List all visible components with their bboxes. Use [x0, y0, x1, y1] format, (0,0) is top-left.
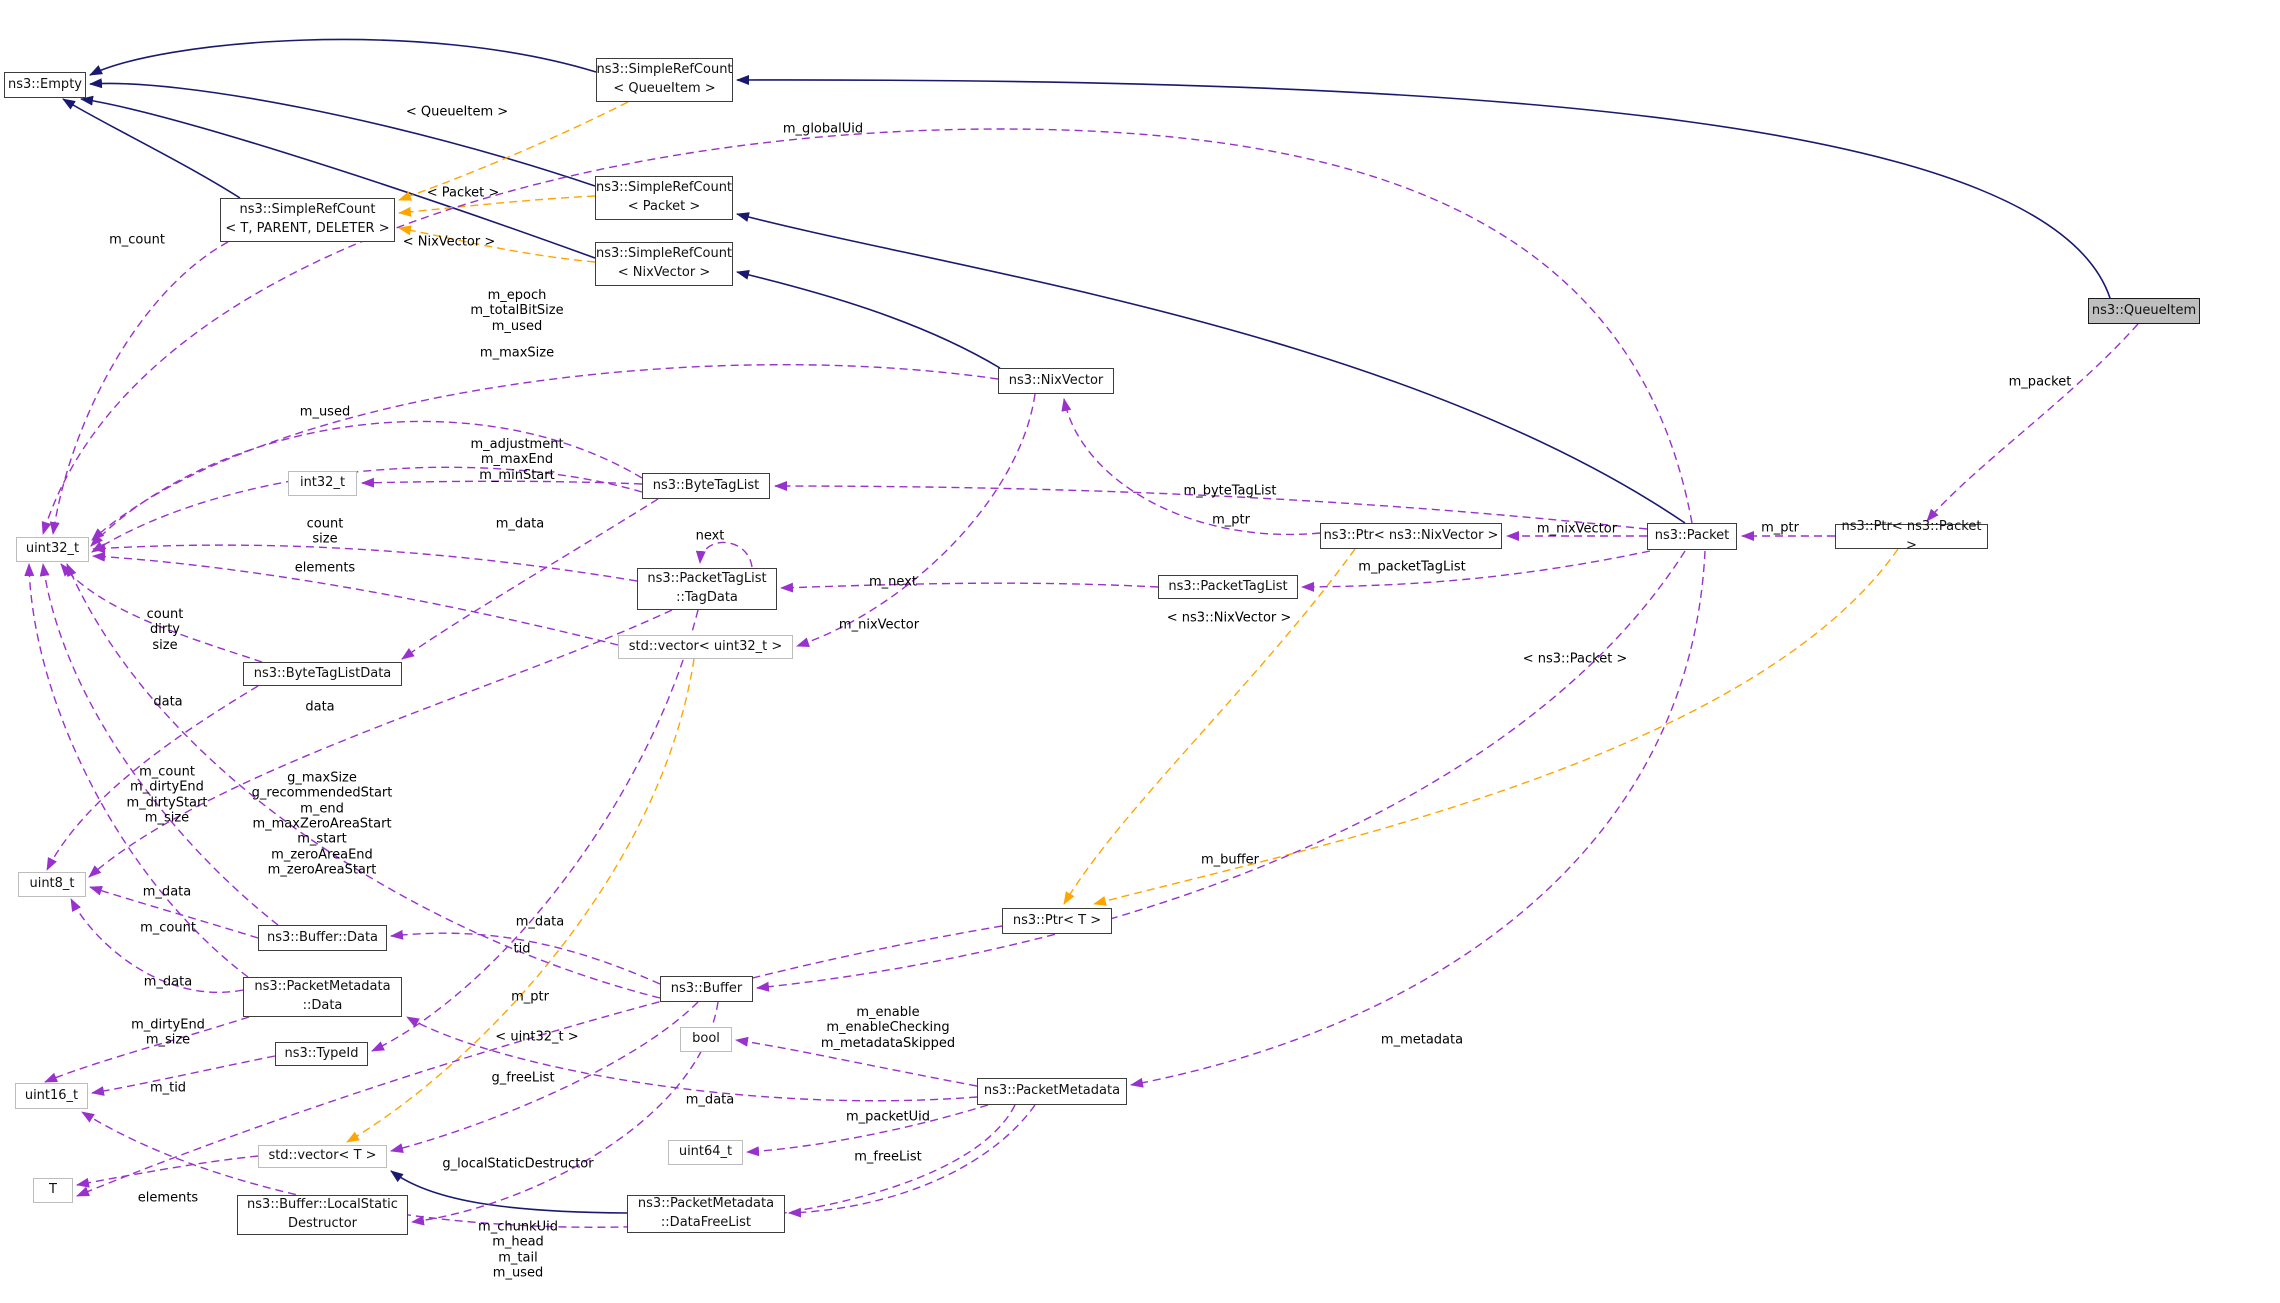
- edge-template-vector-uint32-t-to-vector-t: [346, 658, 695, 1143]
- edge-inheritance-packetmetadata-datafreelist-to-vector-t: [390, 1170, 628, 1214]
- edge-usage-ptr-t-to-t: [76, 925, 1003, 1197]
- edge-inheritance-src-t-parent-deleter-to-empty: [62, 98, 241, 199]
- edge-usage-vector-uint32-t-to-uint32-t: [92, 551, 619, 646]
- edge-usage-bytetaglistdata-to-uint8-t: [46, 685, 259, 871]
- edge-usage-packetmetadata-to-packetmetadata-data: [406, 1016, 978, 1102]
- edge-inheritance-packet-to-src-packet: [736, 212, 1686, 524]
- edge-usage-packettaglist-to-packettaglist-tagdata: [780, 582, 1159, 593]
- class-node-vector-uint32-t[interactable]: std::vector< uint32_t >: [618, 635, 793, 659]
- edge-usage-packetmetadata-to-bool: [735, 1036, 978, 1087]
- edge-usage-packettaglist-tagdata-to-uint8-t: [88, 609, 673, 878]
- edge-usage-packetmetadata-to-uint64-t: [746, 1104, 989, 1157]
- class-node-packetmetadata[interactable]: ns3::PacketMetadata: [977, 1078, 1127, 1105]
- edge-usage-packetmetadata-data-to-uint8-t: [70, 898, 244, 993]
- class-node-uint32-t[interactable]: uint32_t: [16, 537, 89, 562]
- edge-usage-packet-to-packettaglist: [1301, 550, 1651, 592]
- class-node-typeid[interactable]: ns3::TypeId: [275, 1042, 368, 1066]
- class-node-ptr-nixvector[interactable]: ns3::Ptr< ns3::NixVector >: [1320, 523, 1502, 549]
- class-node-buffer[interactable]: ns3::Buffer: [660, 976, 753, 1002]
- class-node-uint64-t[interactable]: uint64_t: [668, 1140, 743, 1165]
- class-node-src-queueitem[interactable]: ns3::SimpleRefCount < QueueItem >: [596, 58, 733, 102]
- edge-usage-ptr-nixvector-to-nixvector: [1061, 398, 1321, 536]
- edge-usage-buffer-to-buffer-localstaticdestructor: [411, 1001, 719, 1226]
- edge-usage-packetmetadata-data-to-uint32-t: [24, 563, 249, 978]
- edge-inheritance-src-packet-to-empty: [89, 78, 596, 187]
- edge-template-src-packet-to-src-t-parent-deleter: [398, 195, 596, 217]
- edge-usage-bytetaglist-to-bytetaglistdata: [401, 498, 659, 660]
- class-node-packet[interactable]: ns3::Packet: [1647, 523, 1737, 550]
- edge-usage-packetmetadata-to-packetmetadata-datafreelist: [788, 1104, 1036, 1218]
- class-node-src-nixvector[interactable]: ns3::SimpleRefCount < NixVector >: [595, 242, 733, 286]
- edge-usage-nixvector-to-vector-uint32-t: [796, 393, 1036, 647]
- edge-usage-vector-t-to-t: [76, 1155, 259, 1188]
- class-node-buffer-localstaticdestructor[interactable]: ns3::Buffer::LocalStatic Destructor: [237, 1195, 408, 1235]
- class-node-bytetaglist[interactable]: ns3::ByteTagList: [642, 473, 770, 499]
- class-node-queueitem[interactable]: ns3::QueueItem: [2088, 298, 2200, 324]
- class-node-ptr-packet[interactable]: ns3::Ptr< ns3::Packet >: [1835, 519, 1988, 553]
- class-node-src-t-parent-deleter[interactable]: ns3::SimpleRefCount < T, PARENT, DELETER…: [220, 198, 395, 242]
- class-node-vector-t[interactable]: std::vector< T >: [258, 1145, 387, 1168]
- edge-usage-packettaglist-tagdata-to-typeid: [371, 609, 699, 1052]
- edge-usage-queueitem-to-ptr-packet: [1926, 323, 2139, 522]
- class-node-ptr-t[interactable]: ns3::Ptr< T >: [1002, 908, 1112, 934]
- class-node-uint16-t[interactable]: uint16_t: [15, 1083, 88, 1109]
- edge-usage-buffer-to-uint32-t: [66, 563, 661, 999]
- edge-usage-nixvector-to-uint32-t: [91, 363, 999, 541]
- edge-template-ptr-packet-to-ptr-t: [1093, 548, 1899, 906]
- edge-inheritance-src-nixvector-to-empty: [80, 95, 596, 259]
- class-node-nixvector[interactable]: ns3::NixVector: [998, 368, 1114, 394]
- edge-inheritance-nixvector-to-src-nixvector: [736, 269, 1001, 369]
- class-node-packettaglist[interactable]: ns3::PacketTagList: [1158, 575, 1298, 599]
- edge-usage-packettaglist-tagdata-to-packettaglist-tagdata: [695, 541, 753, 568]
- class-node-packettaglist-tagdata[interactable]: ns3::PacketTagList ::TagData: [637, 568, 777, 610]
- class-node-src-packet[interactable]: ns3::SimpleRefCount < Packet >: [595, 176, 733, 220]
- class-node-t[interactable]: T: [33, 1178, 73, 1203]
- edge-template-ptr-nixvector-to-ptr-t: [1063, 548, 1356, 905]
- edge-usage-bytetaglist-to-uint32-t: [91, 466, 643, 553]
- edge-usage-typeid-to-uint16-t: [91, 1055, 276, 1096]
- edge-usage-bytetaglist-to-uint32-t: [90, 420, 643, 547]
- class-node-uint8-t[interactable]: uint8_t: [18, 872, 86, 897]
- edge-usage-packetmetadata-to-uint16-t: [81, 1104, 1016, 1228]
- edge-group: [24, 38, 2139, 1228]
- edge-usage-packet-to-bytetaglist: [774, 481, 1648, 530]
- edge-usage-buffer-data-to-uint8-t: [89, 885, 259, 939]
- class-node-bytetaglistdata[interactable]: ns3::ByteTagListData: [243, 662, 402, 686]
- edge-usage-buffer-to-vector-t: [390, 1001, 699, 1153]
- class-node-packetmetadata-datafreelist[interactable]: ns3::PacketMetadata ::DataFreeList: [627, 1195, 785, 1233]
- edge-inheritance-src-queueitem-to-empty: [89, 38, 597, 76]
- edge-usage-packettaglist-tagdata-to-uint32-t: [92, 543, 638, 582]
- edge-usage-packet-to-buffer: [756, 550, 1686, 992]
- edge-usage-bytetaglist-to-int32-t: [361, 477, 643, 488]
- edge-usage-packet-to-uint32-t: [41, 128, 1693, 535]
- class-node-bool[interactable]: bool: [680, 1027, 732, 1052]
- class-node-packetmetadata-data[interactable]: ns3::PacketMetadata ::Data: [243, 977, 402, 1017]
- edge-inheritance-queueitem-to-src-queueitem: [736, 74, 2111, 299]
- edge-usage-packet-to-packetmetadata: [1130, 550, 1706, 1088]
- class-node-empty[interactable]: ns3::Empty: [4, 72, 86, 98]
- edge-template-src-queueitem-to-src-t-parent-deleter: [398, 101, 629, 201]
- edge-template-src-nixvector-to-src-t-parent-deleter: [398, 225, 596, 263]
- class-node-buffer-data[interactable]: ns3::Buffer::Data: [258, 925, 387, 951]
- edge-usage-buffer-to-buffer-data: [390, 929, 661, 985]
- edge-usage-packetmetadata-data-to-uint16-t: [44, 1016, 250, 1083]
- edge-usage-src-t-parent-deleter-to-uint32-t: [49, 241, 229, 535]
- edge-usage-bytetaglistdata-to-uint32-t: [60, 563, 263, 663]
- edge-usage-buffer-data-to-uint32-t: [39, 563, 279, 926]
- class-node-int32-t[interactable]: int32_t: [288, 471, 357, 496]
